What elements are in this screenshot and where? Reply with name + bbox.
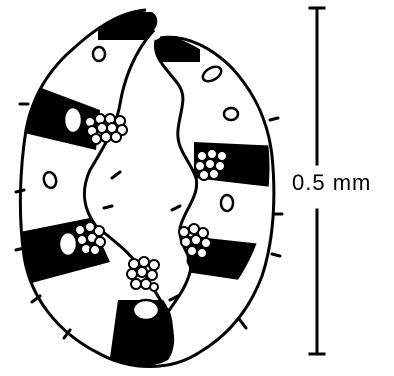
cluster-bottom (127, 257, 159, 291)
pores (42, 47, 238, 320)
cluster-upper-left (85, 114, 127, 144)
cluster-lower-right (179, 224, 211, 258)
scale-label: 0.5 mm (290, 170, 373, 196)
